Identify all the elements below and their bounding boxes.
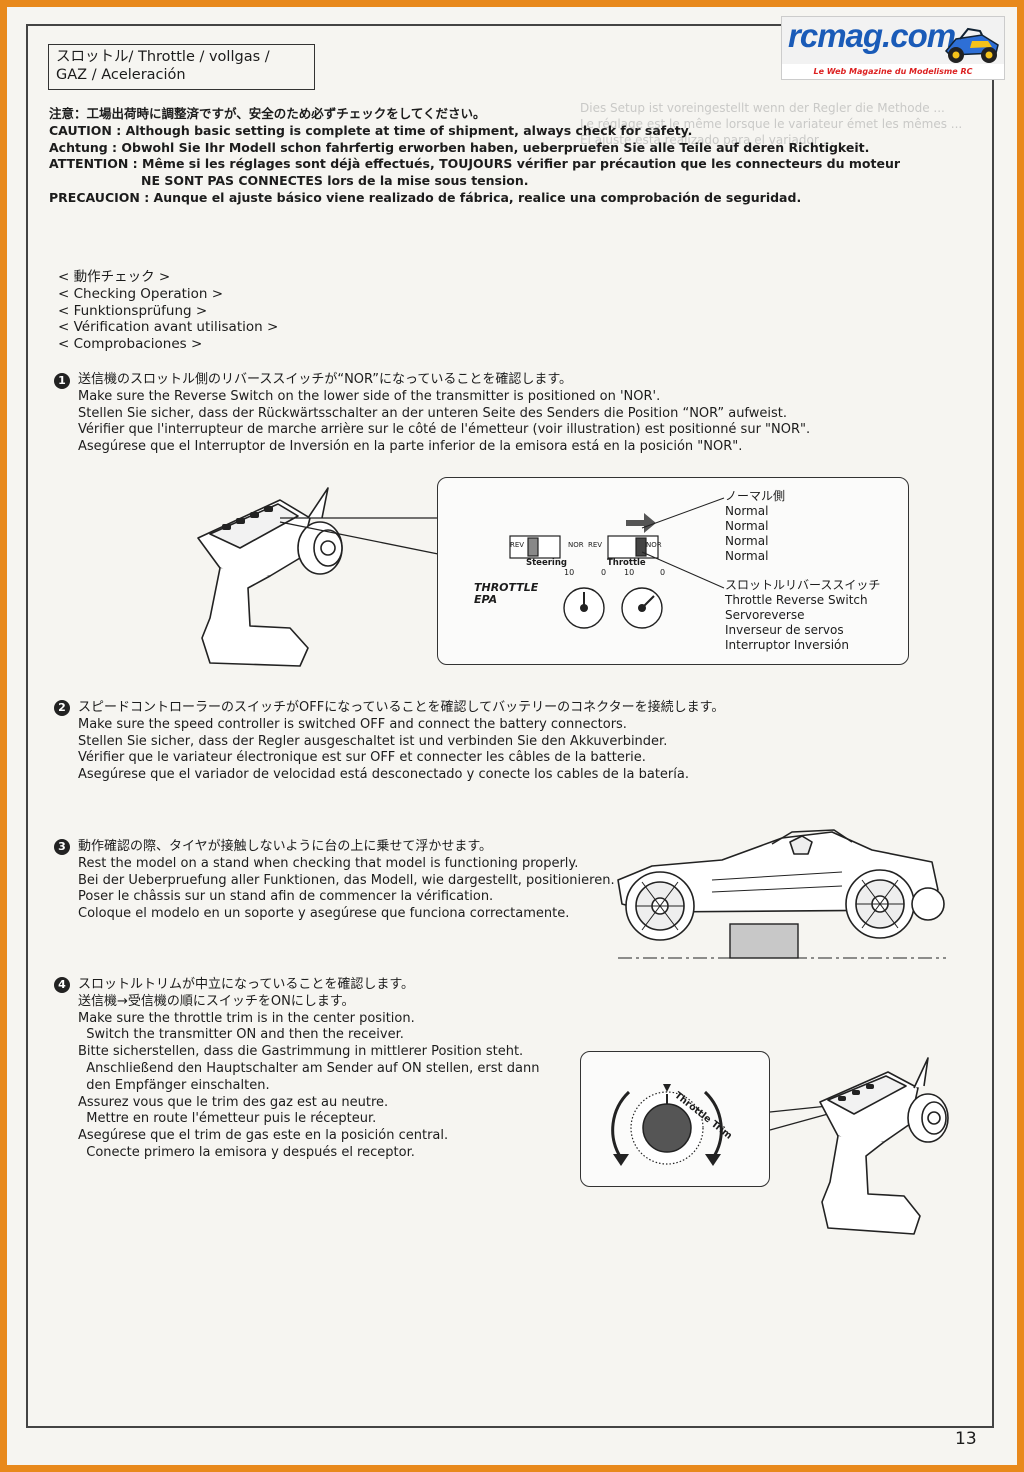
- normal-jp: ノーマル側: [725, 489, 786, 503]
- step-1-en: Make sure the Reverse Switch on the lowe…: [78, 388, 661, 404]
- steering-nor-label: NOR: [568, 541, 584, 549]
- step-4-en-2: Switch the transmitter ON and then the r…: [78, 1027, 404, 1043]
- reverse-switch-labels: スロットルリバーススイッチ Throttle Reverse Switch Se…: [725, 578, 880, 653]
- normal-es: Normal: [725, 549, 769, 563]
- caution-de: Achtung : Obwohl Sie Ihr Modell schon fa…: [49, 139, 870, 155]
- step-2-es: Asegúrese que el variador de velocidad e…: [78, 767, 689, 783]
- reverse-jp: スロットルリバーススイッチ: [725, 578, 881, 592]
- step-2-number: 2: [54, 700, 70, 716]
- section-title-line1: スロットル/ Throttle / vollgas /: [56, 49, 270, 65]
- step-1-text: 送信機のスロットル側のリバーススイッチが“NOR”になっていることを確認します。…: [78, 372, 810, 456]
- reverse-de: Servoreverse: [725, 608, 805, 622]
- caution-en: CAUTION : Although basic setting is comp…: [49, 122, 693, 138]
- throttle-epa-label: THROTTLE EPA: [474, 581, 539, 606]
- content-frame: [26, 24, 994, 1428]
- stand: [729, 923, 799, 959]
- step-3-es: Coloque el modelo en un soporte y asegúr…: [78, 906, 570, 922]
- rotate-left-arrow-icon: [611, 1090, 631, 1166]
- rcmag-logo: rcmag.com Le Web Magazine du Modelisme R…: [781, 16, 1005, 80]
- rotate-right-arrow-icon: [703, 1090, 723, 1166]
- step-1-de: Stellen Sie sicher, dass der Rückwärtssc…: [78, 405, 788, 421]
- leader-lines: [641, 497, 725, 589]
- normal-en: Normal: [725, 504, 769, 518]
- reverse-switch-callout: REV NOR REV NOR Steering Throttle THROTT…: [437, 477, 909, 665]
- checking-jp: < 動作チェック >: [58, 269, 171, 285]
- step-1-number: 1: [54, 373, 70, 389]
- step-3-fr: Poser le châssis sur un stand afin de co…: [78, 889, 494, 905]
- trim-knob: [642, 1103, 692, 1153]
- buggy-logo-icon: [944, 27, 999, 63]
- step-4-jp-2: 送信機→受信機の順にスイッチをONにします。: [78, 993, 355, 1009]
- step-4-fr-1: Assurez vous que le trim des gaz est au …: [78, 1094, 389, 1110]
- throttle-dial-max: 10: [624, 568, 635, 577]
- throttle-label: Throttle: [607, 558, 646, 568]
- steering-label: Steering: [526, 558, 567, 568]
- normal-side-labels: ノーマル側 Normal Normal Normal Normal: [725, 489, 785, 564]
- step-1-fr: Vérifier que l'interrupteur de marche ar…: [78, 422, 811, 438]
- step-4-text: スロットルトリムが中立になっていることを確認します。 送信機→受信機の順にスイッ…: [78, 977, 539, 1162]
- section-title: スロットル/ Throttle / vollgas / GAZ / Aceler…: [48, 44, 315, 90]
- checking-operation-heading: < 動作チェック > < Checking Operation > < Funk…: [58, 269, 278, 353]
- step-4-en-1: Make sure the throttle trim is in the ce…: [78, 1010, 415, 1026]
- bleed-through-text: Dies Setup ist voreingestellt wenn der R…: [580, 101, 963, 147]
- caution-jp: 注意：工場出荷時に調整済ですが、安全のため必ずチェックをしてください。: [49, 106, 486, 121]
- step-1-es: Asegúrese que el Interruptor de Inversió…: [78, 439, 743, 455]
- caution-fr-cont: NE SONT PAS CONNECTES lors de la mise so…: [141, 173, 529, 189]
- throttle-trim-callout: Throttle Trim: [580, 1051, 770, 1187]
- step-2-fr: Vérifier que le variateur électronique e…: [78, 750, 646, 766]
- caution-es: PRECAUCION : Aunque el ajuste básico vie…: [49, 189, 802, 205]
- normal-direction-arrow-icon: [626, 513, 656, 533]
- caution-block: 注意：工場出荷時に調整済ですが、安全のため必ずチェックをしてください。 CAUT…: [49, 106, 900, 207]
- step-3-en: Rest the model on a stand when checking …: [78, 855, 579, 871]
- step-4-number: 4: [54, 977, 70, 993]
- step-3-number: 3: [54, 839, 70, 855]
- switch-panel-illustration: [509, 513, 663, 629]
- step-1-jp: 送信機のスロットル側のリバーススイッチが“NOR”になっていることを確認します。: [78, 372, 573, 387]
- transmitter-illustration: [197, 487, 449, 667]
- trim-dial-illustration: [611, 1084, 723, 1166]
- step-2-en: Make sure the speed controller is switch…: [78, 716, 627, 732]
- step-4-de-2: Anschließend den Hauptschalter am Sender…: [78, 1060, 540, 1076]
- trim-center-marker-icon: [663, 1084, 671, 1092]
- checking-de: < Funktionsprüfung >: [58, 302, 208, 319]
- checking-es: < Comprobaciones >: [58, 336, 203, 353]
- logo-brand: rcmag.com: [788, 17, 956, 54]
- step-4-de-1: Bitte sicherstellen, dass die Gastrimmun…: [78, 1044, 524, 1060]
- step-3-text: 動作確認の際、タイヤが接触しないように台の上に乗せて浮かせます。 Rest th…: [78, 839, 615, 923]
- step-3-de: Bei der Ueberpruefung aller Funktionen, …: [78, 872, 615, 888]
- normal-de: Normal: [725, 519, 769, 533]
- section-title-line2: GAZ / Aceleración: [56, 67, 186, 83]
- steering-dial-max: 10: [564, 568, 575, 577]
- caution-fr: ATTENTION : Même si les réglages sont dé…: [49, 156, 901, 172]
- checking-fr: < Vérification avant utilisation >: [58, 319, 279, 336]
- throttle-rev-label: REV: [588, 541, 603, 549]
- step-4-jp-1: スロットルトリムが中立になっていることを確認します。: [78, 977, 415, 992]
- step-4-fr-2: Mettre en route l'émetteur puis le récep…: [78, 1111, 377, 1127]
- reverse-en: Throttle Reverse Switch: [725, 593, 868, 607]
- transmitter-trim-illustration: [769, 1057, 949, 1235]
- steering-dial-min: 0: [601, 568, 607, 577]
- checking-en: < Checking Operation >: [58, 285, 224, 302]
- step-4-es-1: Asegúrese que el trim de gas este en la …: [78, 1128, 449, 1144]
- throttle-nor-label: NOR: [646, 541, 662, 549]
- buggy-on-stand-illustration: [617, 829, 946, 959]
- reverse-es: Interruptor Inversión: [725, 638, 850, 652]
- logo-tagline: Le Web Magazine du Modelisme RC: [782, 64, 1004, 79]
- step-2-text: スピードコントローラーのスイッチがOFFになっていることを確認してバッテリーのコ…: [78, 700, 724, 784]
- page-number: 13: [955, 1429, 977, 1449]
- step-2-de: Stellen Sie sicher, dass der Regler ausg…: [78, 733, 668, 749]
- step-4-es-2: Conecte primero la emisora y después el …: [78, 1144, 415, 1160]
- step-2-jp: スピードコントローラーのスイッチがOFFになっていることを確認してバッテリーのコ…: [78, 700, 725, 715]
- step-3-jp: 動作確認の際、タイヤが接触しないように台の上に乗せて浮かせます。: [78, 839, 493, 854]
- normal-fr: Normal: [725, 534, 769, 548]
- reverse-fr: Inverseur de servos: [725, 623, 844, 637]
- steering-rev-label: REV: [510, 541, 525, 549]
- step-4-de-3: den Empfänger einschalten.: [78, 1077, 270, 1093]
- throttle-dial-min: 0: [660, 568, 666, 577]
